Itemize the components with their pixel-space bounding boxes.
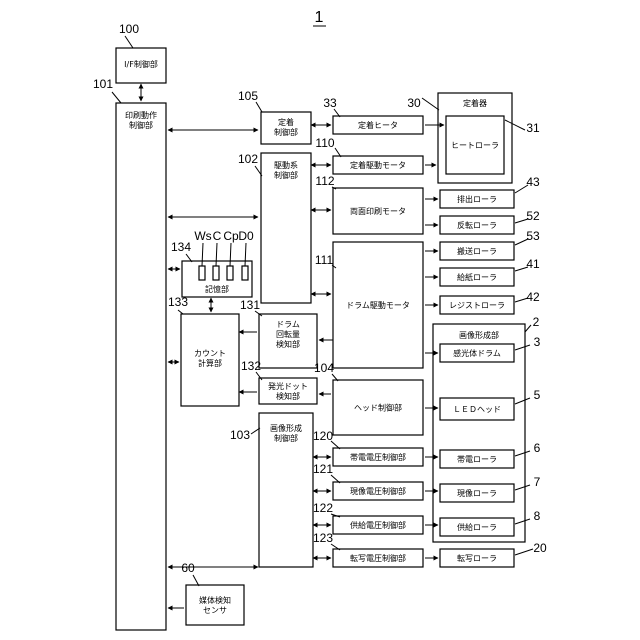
photo-drum-ref: 3: [534, 335, 541, 349]
image-form-control-label: 画像形成: [270, 423, 302, 433]
storage-cell: [227, 266, 233, 280]
supply-voltage-ref: 122: [313, 501, 333, 515]
leader-line: [422, 98, 439, 110]
heat-roller-ref: 31: [526, 121, 540, 135]
leader-line: [178, 310, 183, 314]
fixing-control-label: 定着: [278, 117, 294, 127]
led-head-ref: 5: [534, 388, 541, 402]
print-control-leader: [112, 92, 121, 103]
charge-voltage-label: 帯電電圧制御部: [350, 452, 406, 462]
supply-roller-ref: 8: [534, 509, 541, 523]
transfer-voltage-label: 転写電圧制御部: [350, 553, 406, 563]
charge-roller-label: 帯電ローラ: [457, 454, 497, 464]
drive-control-ref: 102: [238, 152, 258, 166]
if-control-leader: [125, 36, 133, 48]
fuser-label: 定着器: [463, 98, 487, 108]
fixing-heater-label: 定着ヒータ: [358, 120, 398, 130]
leader-line: [256, 102, 262, 112]
if-control-label: I/F制御部: [124, 59, 158, 69]
dot-detect-label: 発光ドット: [268, 381, 308, 391]
convey-roller-ref: 53: [526, 229, 540, 243]
feed-roller-ref: 41: [526, 257, 540, 271]
fixing-heater-ref: 33: [323, 96, 337, 110]
head-control-label: ヘッド制御部: [354, 403, 402, 413]
fixing-control-label: 制御部: [274, 127, 298, 137]
print-control-label: 制御部: [129, 120, 153, 130]
drive-control-label: 制御部: [274, 170, 298, 180]
fixing-drive-motor-ref: 110: [315, 136, 334, 150]
fuser-ref: 30: [407, 96, 421, 110]
print-control-label: 印刷動作: [125, 110, 157, 120]
eject-roller-ref: 43: [526, 175, 540, 189]
storage-cell-name: C: [213, 229, 222, 243]
convey-roller-label: 搬送ローラ: [457, 246, 497, 256]
storage-ref: 134: [171, 240, 191, 254]
leader-line: [525, 325, 531, 332]
dot-detect-label: 検知部: [276, 391, 300, 401]
transfer-roller-label: 転写ローラ: [457, 554, 497, 563]
transfer-voltage-ref: 123: [313, 531, 333, 545]
led-head-label: ＬＥＤヘッド: [453, 405, 501, 414]
image-form-control-label: 制御部: [274, 433, 298, 443]
duplex-motor-ref: 112: [315, 174, 334, 188]
drum-drive-motor-label: ドラム駆動モータ: [346, 301, 410, 310]
feed-roller-label: 給紙ローラ: [457, 272, 497, 282]
media-sensor-label: 媒体検知: [199, 595, 231, 605]
develop-voltage-ref: 121: [313, 462, 333, 476]
register-roller-ref: 42: [526, 290, 540, 304]
develop-roller-ref: 7: [534, 475, 541, 489]
storage-cell-name: D0: [238, 229, 254, 243]
count-calc-ref: 133: [168, 295, 188, 309]
count-calc-label: カウント: [194, 349, 226, 358]
heat-roller-label: ヒートローラ: [451, 141, 499, 150]
reverse-roller-label: 反転ローラ: [457, 220, 497, 230]
leader-line: [193, 575, 199, 586]
charge-voltage-ref: 120: [313, 429, 333, 443]
storage-cell: [213, 266, 219, 280]
media-sensor-ref: 60: [181, 561, 195, 575]
storage-label: 記憶部: [205, 284, 229, 294]
print-control-box: [116, 103, 166, 630]
charge-roller-ref: 6: [534, 441, 541, 455]
drum-rotation-detect-label: 回転量: [276, 330, 300, 339]
image-form-control-ref: 103: [230, 428, 250, 442]
figure-number: 1: [315, 9, 324, 26]
reverse-roller-ref: 52: [526, 209, 540, 223]
develop-roller-label: 現像ローラ: [457, 488, 497, 498]
media-sensor-box: [186, 585, 244, 625]
storage-cell: [199, 266, 205, 280]
print-control-ref: 101: [93, 77, 113, 91]
drive-control-label: 駆動系: [274, 160, 298, 170]
head-control-ref: 104: [314, 361, 334, 375]
dot-detect-ref: 132: [241, 359, 261, 373]
storage-cell-name: Ws: [194, 229, 211, 243]
eject-roller-label: 排出ローラ: [457, 194, 497, 204]
count-calc-label: 計算部: [198, 358, 222, 368]
drum-drive-motor-ref: 111: [315, 253, 334, 267]
drum-rotation-detect-label: ドラム: [276, 320, 300, 329]
fixing-control-ref: 105: [238, 89, 258, 103]
leader-line: [515, 185, 528, 193]
transfer-roller-ref: 20: [533, 541, 547, 555]
media-sensor-label: センサ: [203, 606, 227, 615]
if-control-ref: 100: [119, 22, 139, 36]
storage-cell: [242, 266, 248, 280]
drum-rotation-detect-label: 検知部: [276, 339, 300, 349]
supply-roller-label: 供給ローラ: [457, 522, 497, 532]
develop-voltage-label: 現像電圧制御部: [350, 486, 406, 496]
storage-cell-name: Cp: [223, 229, 239, 243]
image-forming-unit-label: 画像形成部: [459, 330, 499, 340]
fixing-drive-motor-label: 定着駆動モータ: [350, 160, 406, 170]
image-forming-unit-ref: 2: [533, 315, 540, 329]
photo-drum-label: 感光体ドラム: [453, 348, 501, 358]
drum-rotation-detect-ref: 131: [240, 298, 260, 312]
leader-line: [515, 549, 533, 555]
supply-voltage-label: 供給電圧制御部: [350, 520, 406, 530]
duplex-motor-label: 両面印刷モータ: [350, 207, 406, 216]
register-roller-label: レジストローラ: [449, 301, 505, 310]
